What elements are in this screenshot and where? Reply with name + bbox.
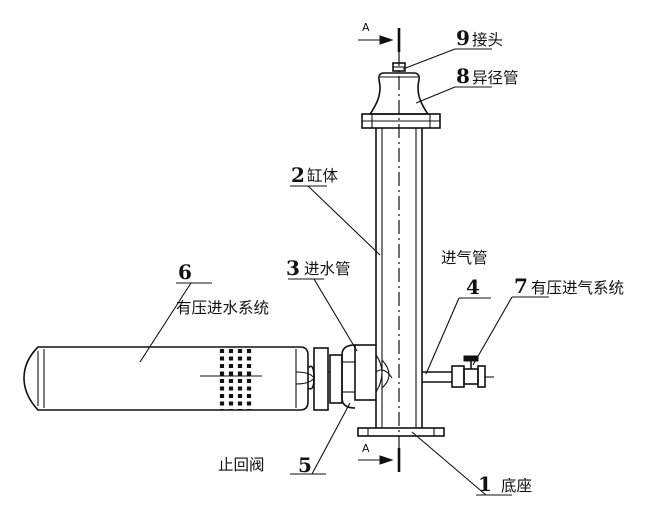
label-5: 5 — [298, 453, 312, 477]
check-valve-label: 止回阀 — [218, 456, 265, 474]
section-mark-bottom: A — [362, 442, 370, 455]
section-marker-bottom: A — [358, 442, 401, 472]
air-pipe-label: 进气管 — [441, 249, 488, 267]
water-tank — [23, 346, 315, 411]
label-9-number: 9 — [456, 26, 470, 50]
label-9: 9 接头 — [456, 26, 503, 50]
label-8: 8 异径管 — [456, 64, 519, 88]
pressurized-water-system-label: 有压进水系统 — [176, 299, 269, 317]
label-3: 3 进水管 — [286, 256, 351, 280]
label-7-number: 7 — [514, 274, 528, 298]
label-4-number: 4 — [466, 275, 480, 299]
label-1: 1 底座 — [478, 472, 532, 496]
label-6-number: 6 — [178, 260, 192, 284]
check-valve — [313, 344, 356, 411]
label-2-number: 2 — [291, 163, 305, 187]
inlet-pipe — [354, 344, 393, 401]
label-7: 7 有压进气系统 — [514, 274, 624, 298]
joint-and-reducer — [361, 62, 441, 129]
label-1-number: 1 — [478, 472, 492, 496]
label-2-text: 缸体 — [307, 166, 339, 185]
label-1-text: 底座 — [501, 477, 532, 495]
label-7-text: 有压进气系统 — [531, 279, 624, 297]
label-4: 4 — [466, 275, 480, 299]
label-8-number: 8 — [456, 64, 470, 88]
leader-lines — [139, 48, 549, 496]
label-5-number: 5 — [298, 453, 312, 477]
label-2: 2 缸体 — [291, 163, 339, 187]
section-mark-top: A — [362, 21, 370, 34]
label-9-text: 接头 — [472, 31, 503, 49]
label-8-text: 异径管 — [472, 69, 519, 87]
label-3-number: 3 — [286, 256, 300, 280]
label-3-text: 进水管 — [304, 260, 351, 278]
section-marker-top: A — [358, 21, 401, 52]
base-flange — [357, 427, 445, 437]
label-6: 6 — [178, 260, 192, 284]
air-inlet — [422, 355, 494, 388]
